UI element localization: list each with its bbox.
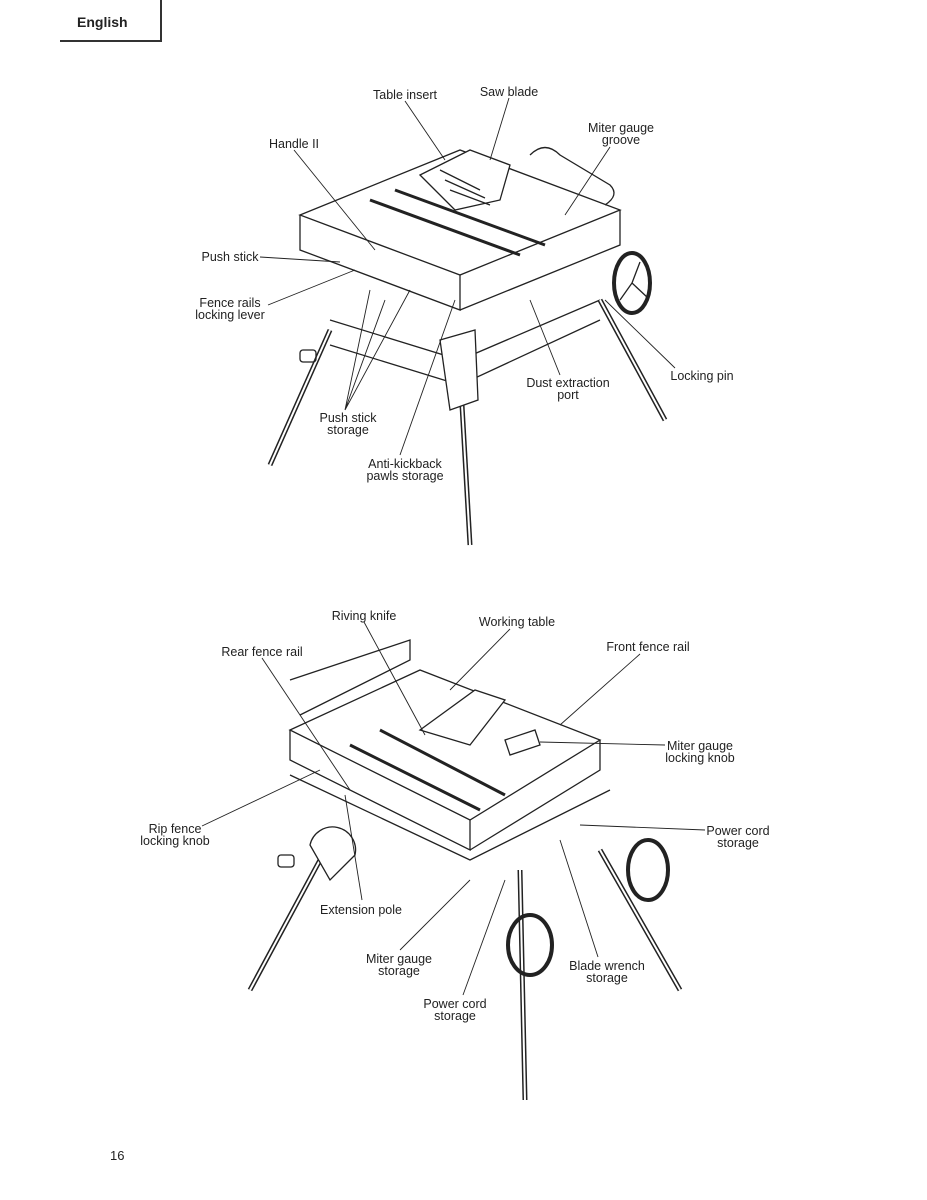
saw-stand-open-view <box>247 639 683 1101</box>
label-working-table: Working table <box>478 615 556 629</box>
label-push-stick: Push stick <box>201 250 259 264</box>
label-riving-knife: Riving knife <box>331 609 397 623</box>
page-number: 16 <box>110 1148 125 1163</box>
leader-lines-top <box>259 97 676 456</box>
leader-lines-bottom <box>201 621 706 996</box>
language-label: English <box>77 14 128 30</box>
label-extension-pole: Extension pole <box>319 903 403 917</box>
label-locking-pin: Locking pin <box>670 369 734 383</box>
label-saw-blade: Saw blade <box>479 85 539 99</box>
label-handle-ii: Handle II <box>268 137 320 151</box>
label-table-insert: Table insert <box>373 88 437 102</box>
language-tab: English <box>60 0 162 42</box>
label-rear-fence-rail: Rear fence rail <box>221 645 303 659</box>
label-front-fence-rail: Front fence rail <box>606 640 690 654</box>
saw-stand-folded-view <box>267 146 668 546</box>
